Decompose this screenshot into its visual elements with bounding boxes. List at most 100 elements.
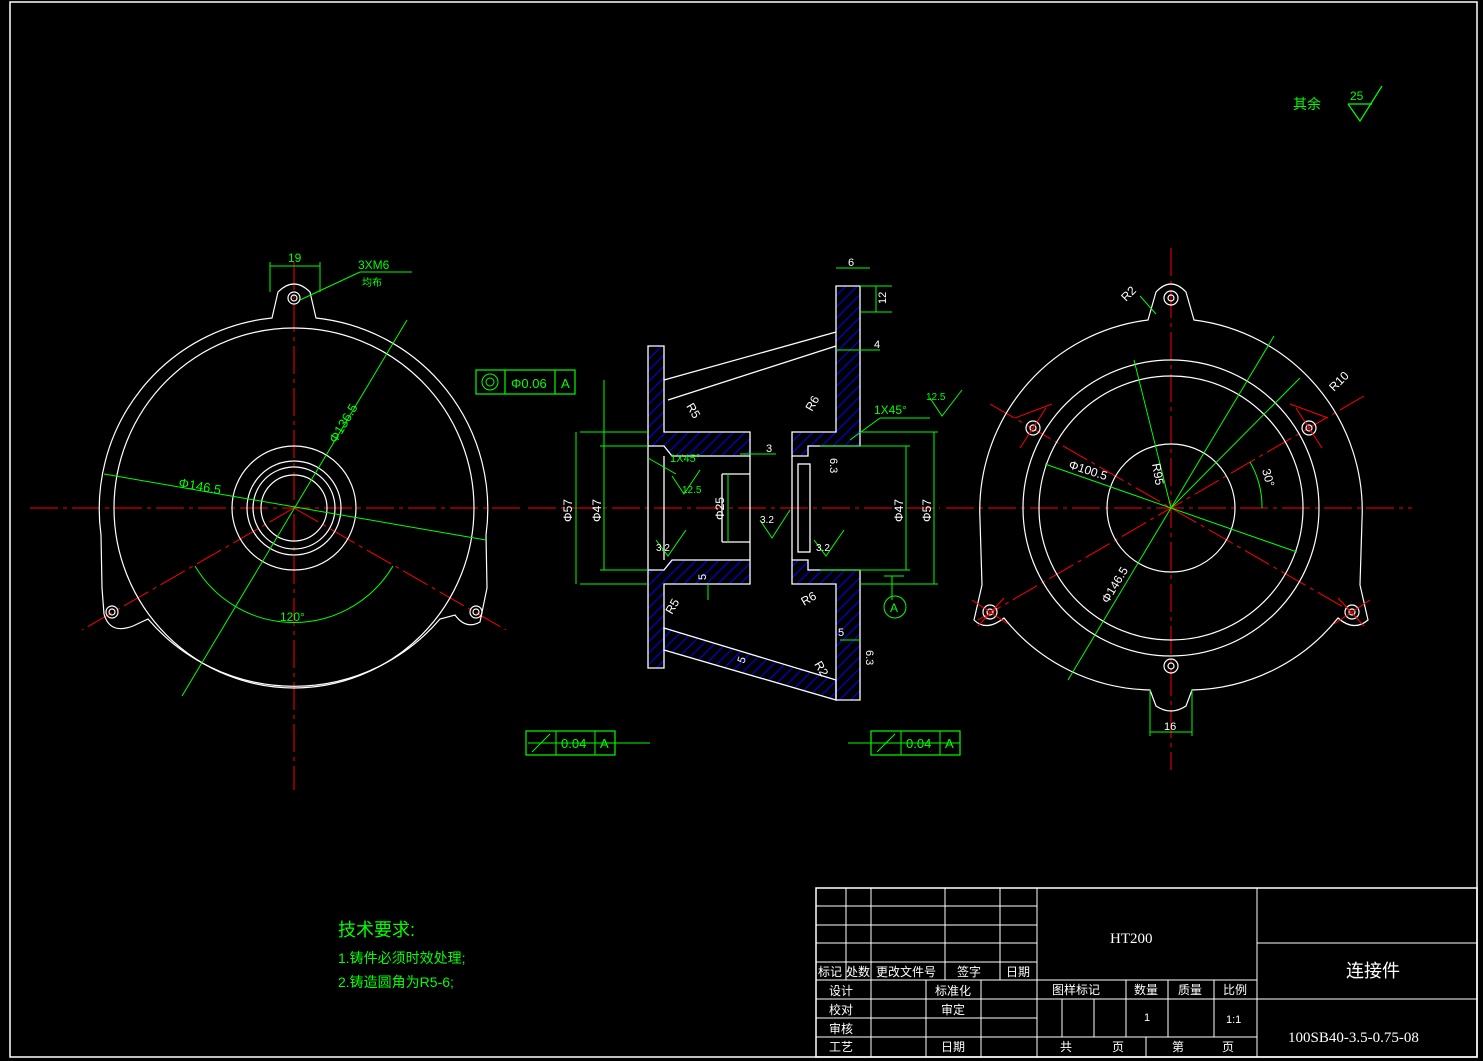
right-dia146: Φ146.5 [1099, 564, 1132, 605]
label-review: 审核 [829, 1021, 853, 1036]
right-view-dims [1044, 295, 1301, 736]
left-outer-profile [98, 283, 489, 687]
sec-gap: 3 [766, 443, 772, 455]
sec-r2: R2 [811, 659, 831, 680]
left-angle: 120° [280, 610, 305, 624]
right-r2: R2 [1118, 283, 1139, 304]
right-r10: R10 [1326, 368, 1352, 394]
concentricity-tolerance: Φ0.06 [511, 376, 547, 391]
sec-top-height: 12 [877, 292, 889, 304]
section-datum: A [890, 601, 898, 615]
right-hole-ll [982, 604, 998, 620]
sheet-number-label: 第 [1172, 1040, 1184, 1054]
label-date: 日期 [941, 1040, 965, 1054]
sec-chamfer-right: 1X45° [874, 403, 907, 417]
left-hole-note: 3XM6 [358, 258, 390, 272]
left-dia-outer: Φ146.5 [177, 475, 222, 497]
sec-r5-top: R5 [683, 401, 703, 422]
right-hole-bottom [1163, 658, 1179, 674]
sec-dia25: Φ25 [713, 497, 727, 520]
runout-left-datum: A [600, 736, 609, 751]
section-dims [528, 267, 963, 744]
tech-requirements: 技术要求: 1.铸件必须时效处理; 2.铸造圆角为R5-6; [338, 920, 466, 990]
sec-ra63-a: 6.3 [827, 458, 839, 473]
attr-quantity: 数量 [1134, 982, 1158, 997]
roughness-value: 25 [1350, 89, 1364, 103]
concentricity-frame: Φ0.06 A [475, 369, 576, 395]
material: HT200 [1110, 931, 1153, 947]
drawing-border [9, 1, 1478, 1058]
left-view [30, 262, 520, 790]
runout-frame-right: 0.04 A [870, 730, 961, 756]
sec-roughness-left: 12.5 [682, 485, 702, 496]
sec-r6-bottom: R6 [799, 589, 820, 609]
sec-dim5-right: 5 [838, 627, 844, 639]
right-hole-ur [1301, 420, 1317, 436]
datum-a-circle [883, 595, 907, 619]
rev-header-mark: 标记 [818, 965, 842, 979]
label-standard: 标准化 [935, 984, 971, 998]
right-hole-top [1163, 290, 1179, 306]
right-r95: R95 [1149, 462, 1167, 486]
runout-right-tolerance: 0.04 [906, 736, 931, 751]
runout-frame-left: 0.04 A [525, 730, 616, 756]
sec-wall5: 5 [736, 655, 749, 665]
sec-top-width: 6 [848, 257, 854, 269]
rev-header-date: 日期 [1006, 965, 1030, 979]
right-inner-circle [1022, 359, 1320, 657]
sec-r6-top: R6 [802, 393, 822, 414]
left-view-dims [103, 262, 487, 697]
sheet-total-unit: 页 [1112, 1040, 1124, 1054]
attr-scale: 比例 [1223, 983, 1247, 997]
left-width-dim: 19 [288, 251, 302, 265]
roughness-prefix: 其余 [1293, 96, 1321, 112]
sec-ra32-right-low: 3.2 [816, 543, 830, 554]
concentricity-datum: A [561, 376, 570, 391]
sec-r5-bottom: R5 [662, 596, 682, 617]
right-hole-ul [1025, 420, 1041, 436]
label-design: 设计 [829, 984, 853, 998]
drawing-number: 100SB40-3.5-0.75-08 [1288, 1030, 1419, 1046]
left-hole-top [287, 291, 301, 305]
rev-header-sign: 签字 [957, 964, 981, 979]
attr-drawing-mark: 图样标记 [1052, 982, 1100, 997]
sec-dia57-left: Φ57 [561, 499, 575, 522]
rev-header-count: 处数 [846, 964, 870, 979]
sec-roughness-right: 12.5 [926, 392, 946, 403]
rev-header-doc: 更改文件号 [876, 964, 936, 979]
left-hole-note-sub: 均布 [362, 277, 382, 289]
left-hole-left [105, 605, 119, 619]
title-block [815, 887, 1478, 1058]
right-view [946, 248, 1412, 770]
attr-mass: 质量 [1178, 983, 1202, 997]
right-hole-lr [1344, 604, 1360, 620]
sheet-number-unit: 页 [1222, 1040, 1234, 1054]
tech-title: 技术要求: [338, 920, 415, 940]
sec-top-step: 4 [874, 339, 880, 351]
tech-item-2: 2.铸造圆角为R5-6; [338, 974, 454, 990]
sec-ra63-b: 6.3 [863, 650, 875, 665]
sec-chamfer-left: 1X45° [670, 453, 700, 465]
left-dia-inner: Φ136.5 [326, 401, 361, 446]
right-width-dim: 16 [1164, 721, 1176, 733]
sec-dia47-left: Φ47 [590, 499, 604, 522]
tech-item-1: 1.铸件必须时效处理; [338, 950, 466, 966]
quantity-value: 1 [1144, 1012, 1150, 1024]
left-inner-circle [113, 327, 475, 689]
runout-left-tolerance: 0.04 [561, 736, 586, 751]
roughness-symbol [1347, 85, 1383, 123]
scale-value: 1:1 [1226, 1014, 1241, 1026]
sec-dim5-left: 5 [697, 574, 709, 580]
right-angle: 30° [1259, 467, 1277, 488]
section-outlines [647, 331, 837, 570]
label-approve: 审定 [941, 1002, 965, 1017]
sheet-total-label: 共 [1060, 1040, 1072, 1054]
sec-dia57-right: Φ57 [920, 499, 934, 522]
left-hole-right [469, 605, 483, 619]
label-process: 工艺 [829, 1040, 853, 1054]
sec-ra32-mid: 3.2 [760, 515, 774, 526]
sec-dia47-right: Φ47 [892, 499, 906, 522]
runout-right-datum: A [945, 736, 954, 751]
label-check: 校对 [829, 1002, 853, 1017]
